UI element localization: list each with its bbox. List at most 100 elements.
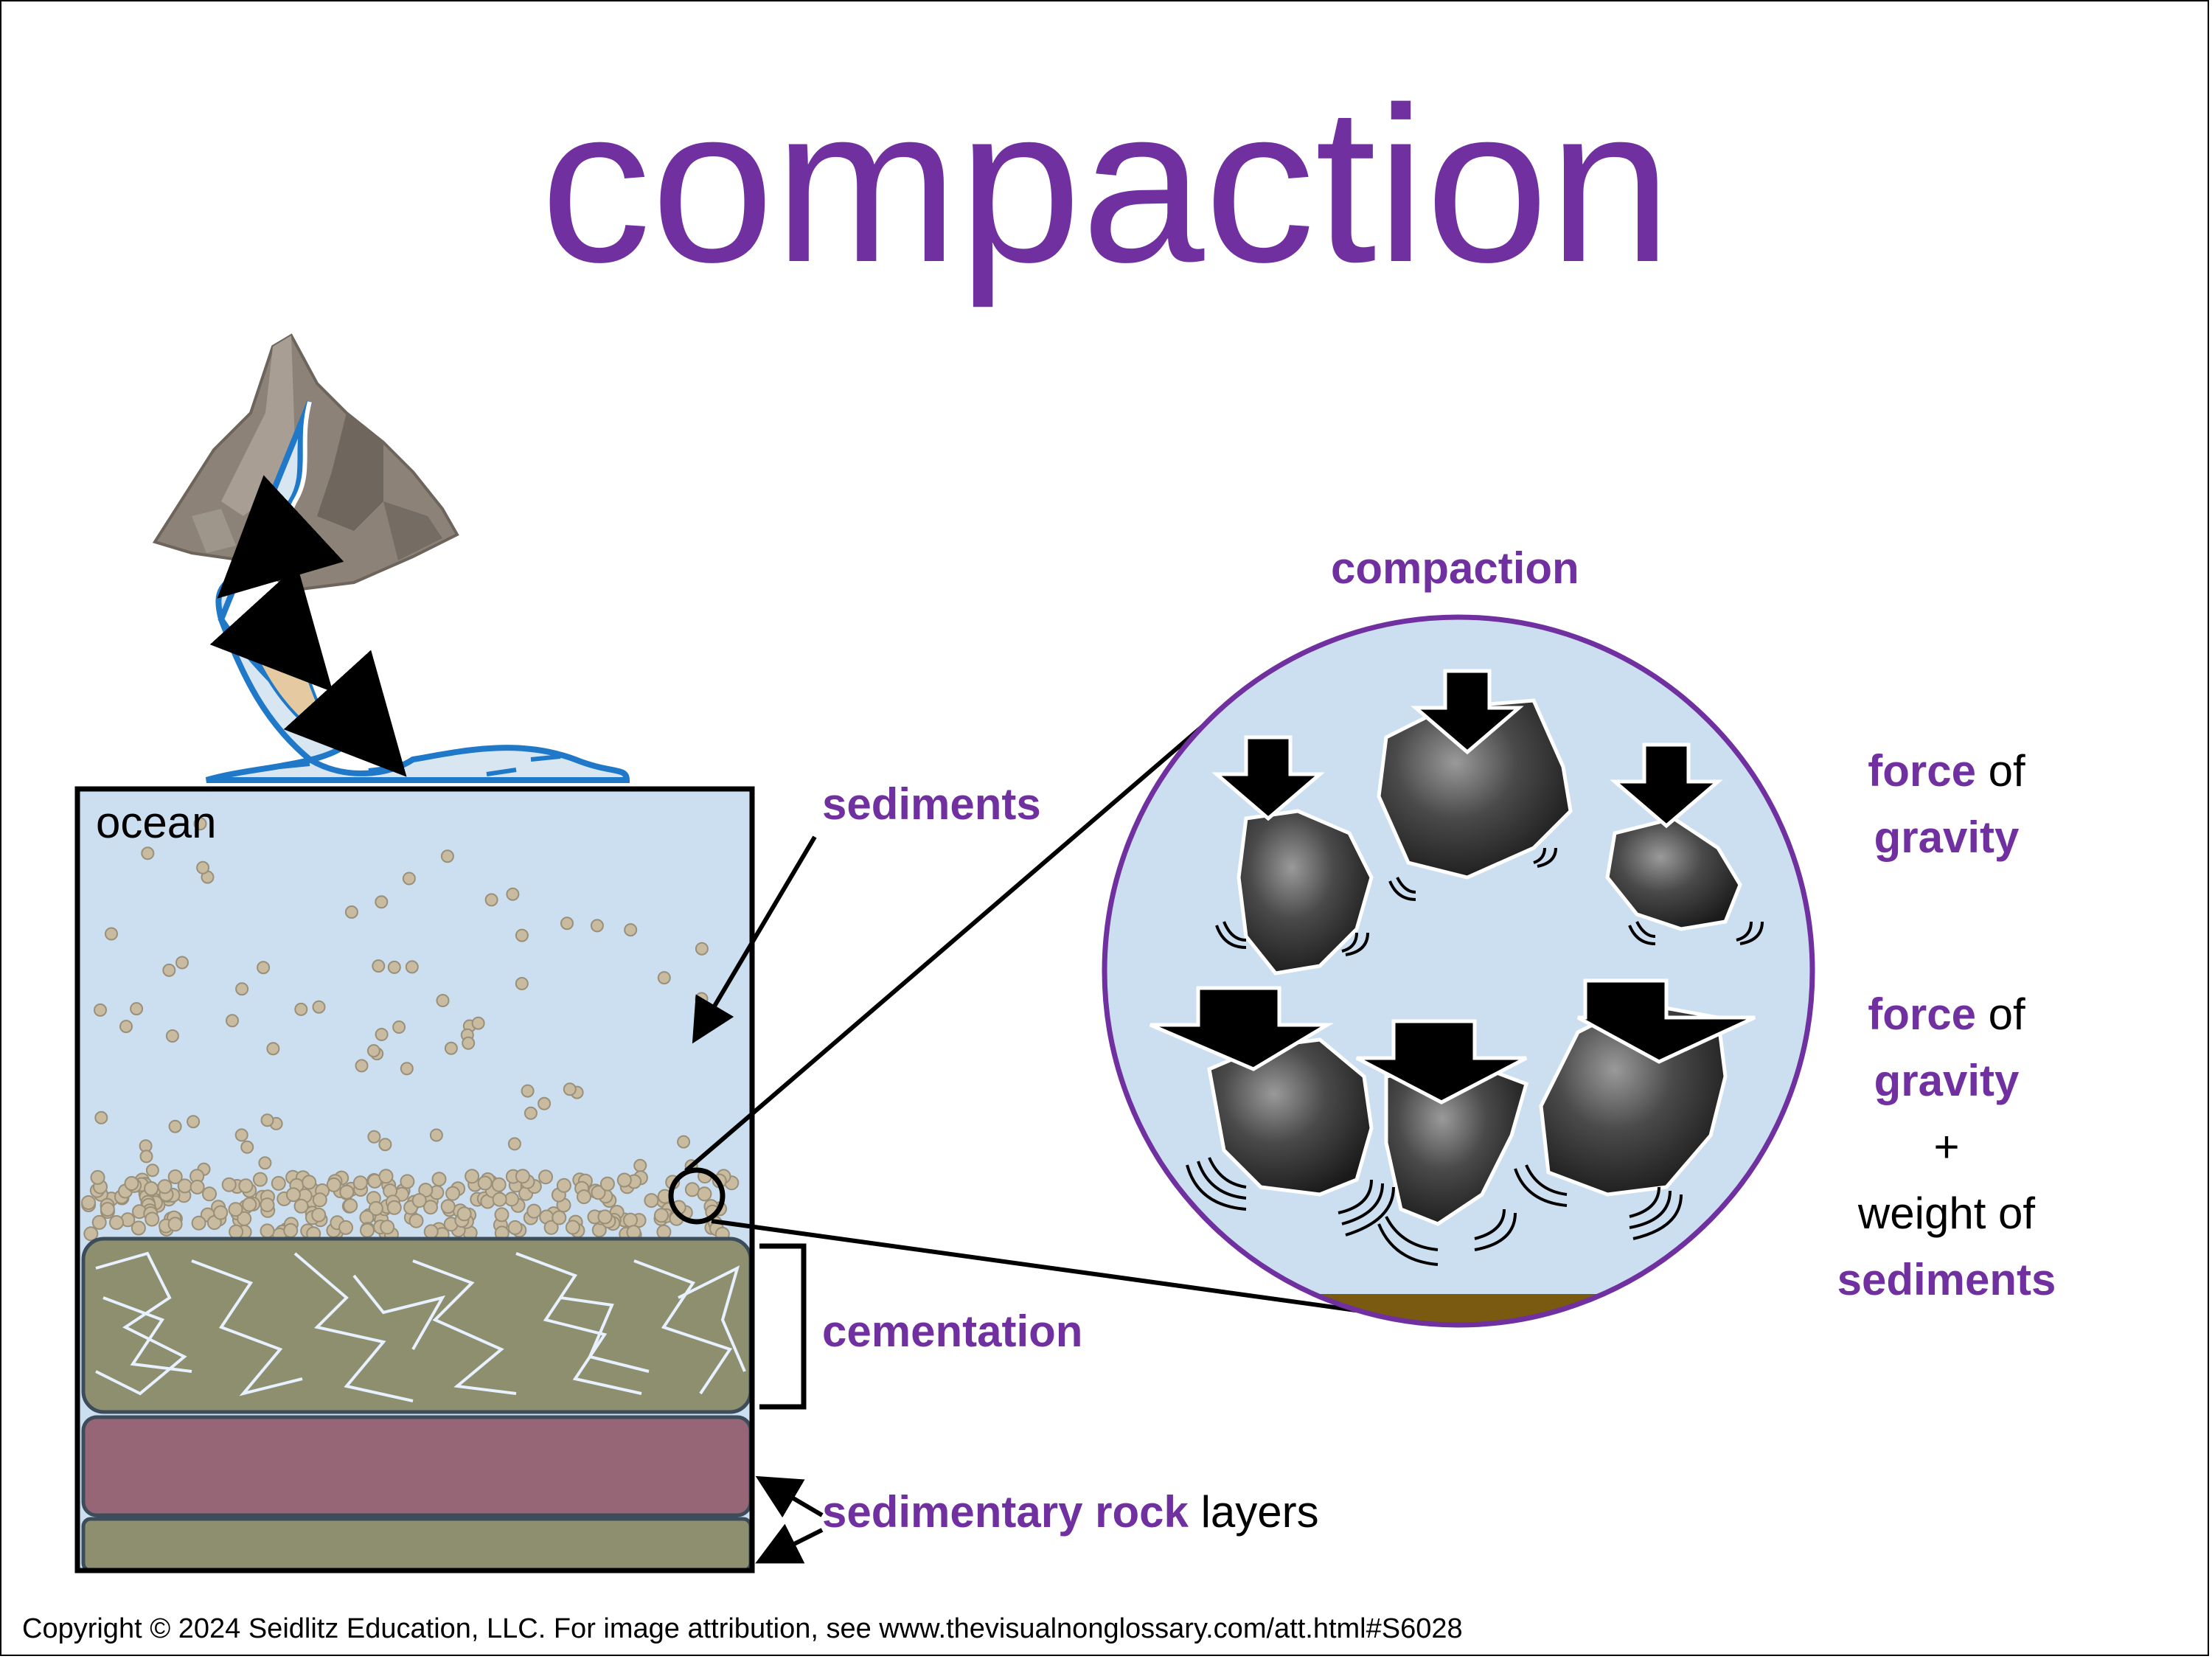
sediment-grain [285, 1187, 301, 1203]
sediment-grain [411, 1193, 427, 1208]
sediment-grain [258, 1156, 272, 1170]
sediment-grain [378, 1169, 394, 1184]
sediments-word: sediments [1837, 1255, 2056, 1304]
sediment-grain [360, 1222, 375, 1238]
sediment-grain [193, 817, 207, 831]
sediment-grain [697, 1186, 712, 1202]
sediment-grain [477, 1175, 493, 1191]
sediment-grain [494, 1207, 509, 1222]
zoom-line-bottom [711, 1219, 1372, 1315]
sediment-grain [695, 992, 709, 1006]
sediment-grain [695, 942, 709, 956]
sediment-grain [380, 1220, 395, 1235]
sediment-grain [191, 1215, 206, 1231]
sediment-grain [339, 1184, 355, 1200]
sediment-grain [378, 1138, 392, 1152]
sediment-grain [591, 1185, 606, 1200]
of-word-2: of [1988, 990, 2025, 1039]
sediment-grain [367, 1130, 381, 1144]
copyright-footer: Copyright © 2024 Seidlitz Education, LLC… [22, 1613, 1463, 1644]
sediment-grain [266, 1042, 280, 1056]
sediment-grain [260, 1197, 275, 1213]
sediment-grain [436, 994, 450, 1007]
sediment-grain [506, 887, 520, 901]
zoom-title: compaction [1331, 543, 1579, 593]
of-word-1: of [1988, 746, 2025, 796]
sediment-grain [654, 1208, 669, 1223]
sediment-grain [238, 1178, 254, 1194]
sediment-grain [119, 1020, 133, 1034]
sedimentary-rock-text: sedimentary rock [822, 1487, 1189, 1537]
sediment-grain [257, 961, 271, 975]
layer-arrow-lower [755, 1523, 824, 1564]
cementation-bracket [759, 1243, 807, 1410]
force-of-gravity-weight: force of gravity + weight of sediments [1799, 988, 2094, 1307]
down-arrow-icon [1150, 669, 1756, 1105]
ocean-container [74, 786, 755, 1573]
sediment-grain [312, 1192, 327, 1208]
sediment-grain [252, 1172, 268, 1187]
sediment-grain [405, 960, 419, 974]
sediment-grain [94, 1110, 108, 1124]
sediment-grain [440, 1199, 456, 1214]
sediment-grain [141, 846, 155, 860]
sediment-grain [139, 1150, 153, 1164]
sediment-grain [402, 872, 416, 886]
flow-arrow-icon [209, 475, 407, 777]
sediment-grain [165, 1029, 179, 1043]
sediment-grain [462, 1036, 476, 1050]
sediment-grain [538, 1096, 552, 1110]
sediment-grain [228, 1202, 243, 1217]
sediment-grain [624, 923, 638, 937]
gravity-word-1: gravity [1874, 813, 2020, 862]
sediment-grain [445, 1186, 461, 1201]
sediment-grain [168, 1119, 182, 1133]
sediment-grain [130, 1002, 144, 1016]
sediment-grain [656, 1224, 672, 1239]
sediment-grain [577, 1189, 591, 1205]
sediment-grain [386, 1200, 402, 1215]
cement-veins [95, 1251, 746, 1402]
sediment-grain [235, 982, 249, 996]
force-word-2: force [1868, 990, 1976, 1039]
magnify-source [668, 1167, 726, 1225]
sediment-grain [392, 1020, 406, 1034]
sediment-grain [375, 1028, 389, 1041]
sediment-grain [366, 1044, 380, 1058]
sediment-grain [429, 1128, 443, 1142]
sediment-grain [343, 1198, 358, 1214]
sediment-grain [372, 959, 386, 973]
motion-lines-icon [1186, 847, 1764, 1266]
sediment-grain [145, 1211, 160, 1227]
sediment-grain [524, 1106, 538, 1120]
sediment-grain [221, 1177, 237, 1192]
sediment-grain [100, 1202, 115, 1217]
sediment-grain [81, 1195, 96, 1210]
sediment-grain [311, 1207, 327, 1222]
sediment-grain [538, 1169, 553, 1185]
rock-icon [1207, 698, 1742, 1226]
sediment-grain [465, 1169, 480, 1184]
sediment-grain [144, 1181, 159, 1196]
layers-text: layers [1200, 1487, 1319, 1537]
sediment-grain [131, 1220, 146, 1236]
sediment-grain [507, 1137, 521, 1151]
sediment-grain [109, 1215, 124, 1230]
sediment-grain [504, 1192, 519, 1207]
sediments-arrow [692, 835, 817, 1044]
sediment-grain [456, 1206, 472, 1222]
sediment-grain [352, 1175, 368, 1191]
sediment-grain [175, 956, 189, 970]
sediment-grain [400, 1174, 415, 1189]
force-word-1: force [1868, 746, 1976, 796]
weight-of-text: weight of [1857, 1189, 2036, 1238]
sediment-grain [213, 1205, 229, 1220]
sediment-grain [444, 1041, 458, 1055]
plus-sign: + [1933, 1122, 1960, 1172]
sediment-grain [294, 1002, 308, 1016]
page-title: compaction [540, 60, 1672, 308]
sediment-grain [556, 1178, 571, 1193]
cementation-label: cementation [822, 1307, 1083, 1356]
sediment-grain [312, 1000, 326, 1014]
